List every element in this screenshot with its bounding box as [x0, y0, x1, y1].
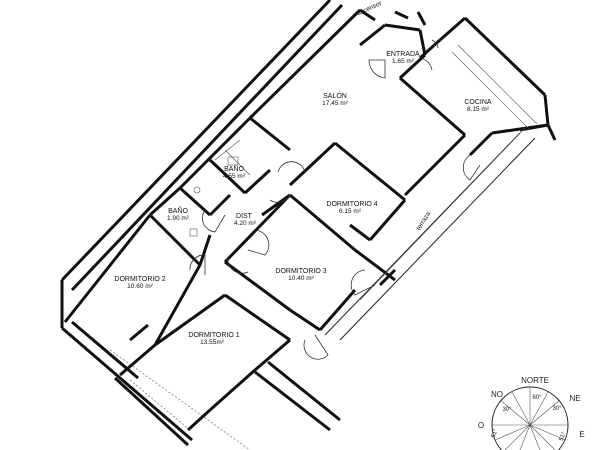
- room-name-dormitorio-1: DORMITORIO 1: [188, 332, 239, 339]
- compass-rose: NORTE NO NE O E 60° 30° 30° 51° 51°: [478, 376, 585, 450]
- compass-angle-51-right: 51°: [559, 431, 568, 442]
- room-area-dormitorio-2: 10.60 m²: [127, 283, 153, 290]
- doors: [189, 39, 481, 360]
- room-name-dormitorio-4: DORMITORIO 4: [326, 201, 377, 208]
- compass-o: O: [478, 421, 484, 430]
- room-area-bano-2: 1.90 m²: [167, 215, 190, 222]
- compass-norte: NORTE: [521, 376, 549, 385]
- room-name-bano-2: BAÑO: [168, 206, 188, 215]
- label-ascensor: ascensor: [356, 0, 384, 17]
- compass-e: E: [579, 430, 584, 439]
- room-name-dist: DIST: [236, 213, 253, 220]
- room-area-cocina: 8.15 m²: [467, 106, 490, 113]
- compass-angle-51-left: 51°: [491, 428, 500, 439]
- room-area-dist: 4.20 m²: [234, 220, 257, 227]
- room-area-bano-1: 4.55 m²: [223, 173, 246, 180]
- fixtures: [109, 44, 538, 450]
- room-area-dormitorio-4: 6.15 m²: [339, 208, 362, 215]
- compass-angle-30-left: 30°: [502, 407, 512, 413]
- room-area-dormitorio-3: 10.40 m²: [288, 275, 314, 282]
- room-area-dormitorio-1: 13.55m²: [200, 339, 225, 346]
- compass-angle-60: 60°: [532, 395, 542, 401]
- room-name-cocina: COCINA: [464, 99, 492, 106]
- label-terraza: terraza: [415, 210, 432, 231]
- compass-angle-30-right: 30°: [552, 406, 562, 412]
- compass-ne: NE: [569, 394, 580, 403]
- room-name-dormitorio-3: DORMITORIO 3: [275, 268, 326, 275]
- room-name-entrada: ENTRADA: [386, 51, 420, 58]
- room-name-bano-1: BAÑO: [224, 164, 244, 173]
- room-area-salon: 17.45 m²: [322, 100, 348, 107]
- walls: [60, 0, 557, 447]
- room-name-salon: SALÓN: [323, 91, 347, 100]
- compass-no: NO: [491, 390, 503, 399]
- room-area-entrada: 1.65 m²: [392, 58, 415, 65]
- room-name-dormitorio-2: DORMITORIO 2: [114, 276, 165, 283]
